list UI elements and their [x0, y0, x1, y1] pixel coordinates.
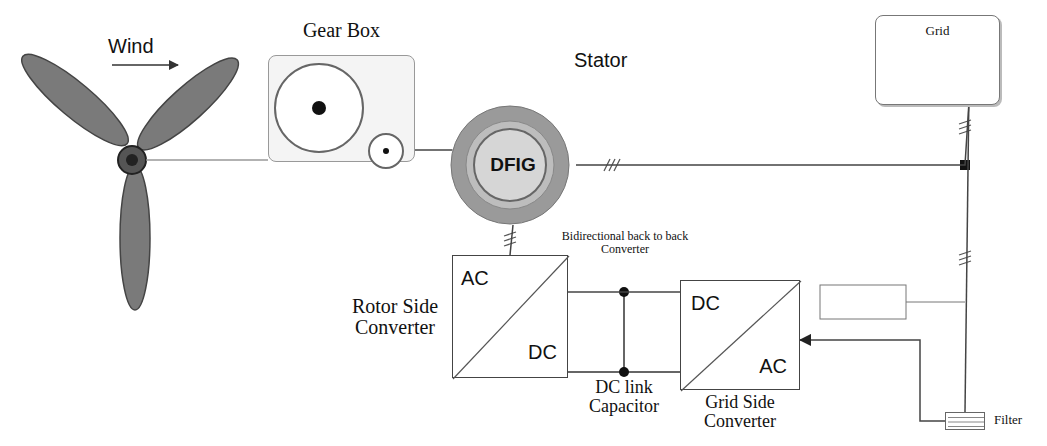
- grid-side-converter: DCACGrid Side Converter: [680, 280, 800, 390]
- gear-box-outline: [269, 56, 414, 161]
- filter-box: Filter: [945, 412, 985, 430]
- wind-arrow: [112, 64, 178, 66]
- converter-title: Bidirectional back to back Converter: [560, 230, 690, 255]
- dc-label: DC: [691, 293, 720, 314]
- ac-label: AC: [759, 356, 787, 377]
- grid-box: Grid: [875, 15, 1000, 105]
- filter-box-outline: [946, 413, 984, 429]
- connector-line: [800, 340, 945, 421]
- connector-line: [965, 105, 969, 412]
- dc-link-dot: [619, 367, 629, 377]
- filter-label: Filter: [994, 413, 1022, 427]
- rotor-hub: [118, 146, 146, 174]
- ac-label: AC: [461, 268, 489, 289]
- converter-caption: Rotor Side Converter: [345, 296, 445, 338]
- capacitor-label: DC link Capacitor: [574, 378, 674, 416]
- three-phase-ticks: [504, 120, 971, 265]
- control-box: [820, 285, 906, 319]
- connector-line: [510, 225, 513, 255]
- rotor-blades: [12, 43, 248, 310]
- rotor-hub-center: [126, 154, 138, 166]
- grid-label: Grid: [876, 24, 999, 38]
- generator-label: DFIG: [450, 155, 576, 175]
- control-wire: [906, 302, 965, 303]
- wind-label: Wind: [108, 36, 154, 57]
- rotor-side-converter: ACDCRotor Side Converter: [452, 255, 568, 378]
- generator-circle: DFIG: [450, 105, 576, 225]
- connector-line: [415, 149, 453, 151]
- connector-line: [576, 105, 969, 165]
- gearbox-label: Gear Box: [249, 20, 434, 41]
- gear-box: Gear Box: [268, 55, 415, 162]
- dc-label: DC: [528, 342, 557, 363]
- stator-label: Stator: [574, 50, 627, 71]
- connector-line: [568, 291, 680, 293]
- low-speed-shaft: [146, 159, 268, 161]
- converter-caption: Grid Side Converter: [671, 393, 809, 431]
- capacitor-wire: [623, 292, 625, 372]
